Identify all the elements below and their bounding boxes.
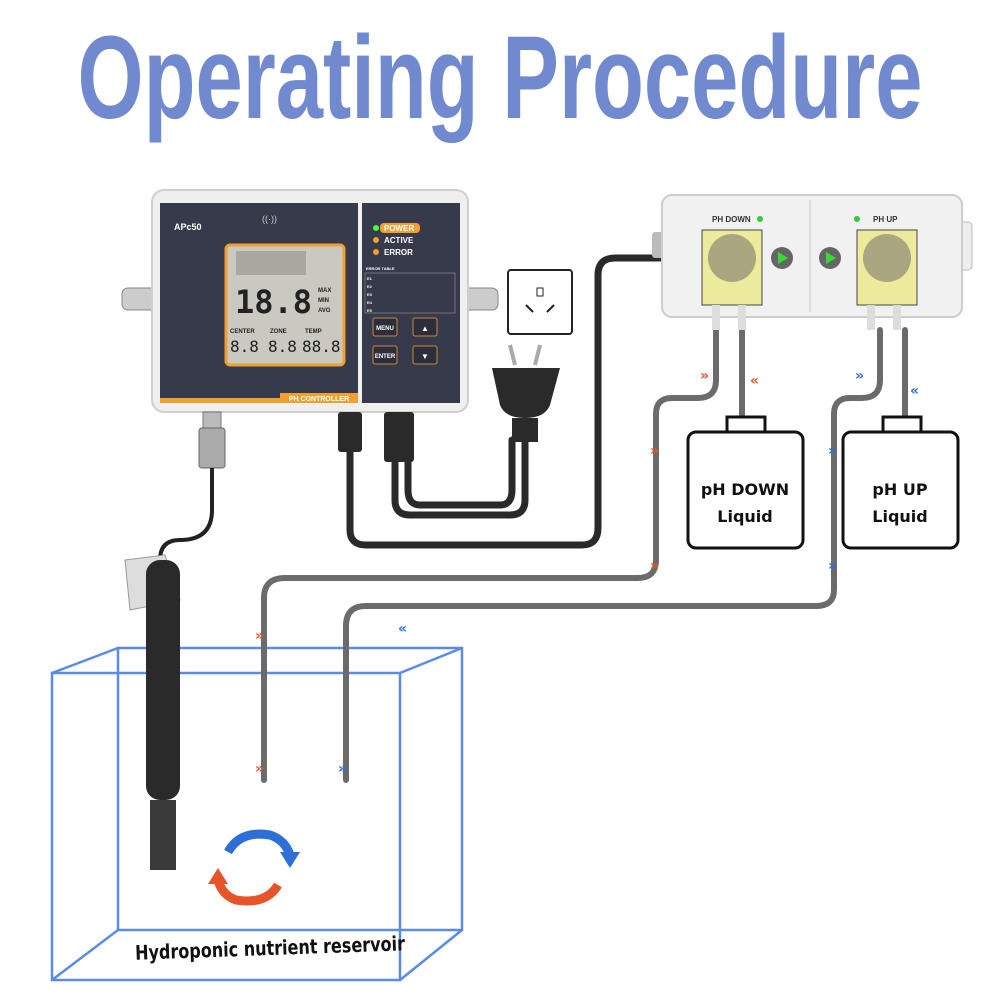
down-flow-arrow-icon: » bbox=[828, 558, 837, 574]
down-flow-arrow-icon: » bbox=[650, 558, 659, 574]
ph-down-label: pH DOWN bbox=[701, 480, 789, 499]
up-flow-arrow-icon: « bbox=[750, 373, 759, 389]
lcd-main-value: 18.8 bbox=[235, 283, 312, 321]
lcd-flag-max: MAX bbox=[318, 288, 331, 294]
up-arrow-icon: ▲ bbox=[421, 324, 429, 333]
enter-button[interactable]: ENTER bbox=[372, 345, 398, 365]
down-arrow-icon: ▼ bbox=[421, 352, 429, 361]
ph-controller: APc50 ((·)) 18.8 MAX MIN AVG CENTER ZONE… bbox=[121, 189, 499, 462]
page-title: Operating Procedure bbox=[78, 12, 923, 144]
up-flow-arrow-icon: « bbox=[910, 383, 919, 399]
wifi-icon: ((·)) bbox=[262, 214, 277, 224]
wall-socket bbox=[507, 269, 573, 335]
lcd-zone-value: 8.8 bbox=[268, 337, 297, 356]
ph-probe bbox=[124, 411, 226, 870]
menu-button[interactable]: MENU bbox=[372, 317, 398, 337]
down-flow-arrow-icon: » bbox=[255, 761, 264, 777]
lcd-zone-label: ZONE bbox=[270, 329, 287, 335]
error-code: E4 bbox=[367, 300, 373, 305]
pump-ph-up-label: PH UP bbox=[873, 215, 898, 224]
down-flow-arrow-icon: » bbox=[255, 628, 264, 644]
reservoir-tank bbox=[50, 646, 464, 982]
ph-down-liquid-label: Liquid bbox=[717, 507, 772, 526]
lcd-temp-label: TEMP bbox=[305, 329, 322, 335]
circulation-icon bbox=[208, 829, 300, 906]
power-cable bbox=[346, 254, 669, 549]
up-button[interactable]: ▲ bbox=[412, 317, 438, 337]
down-flow-arrow-icon: » bbox=[700, 368, 709, 384]
ph-down-container: pH DOWN Liquid bbox=[686, 415, 805, 550]
lcd-flag-avg: AVG bbox=[318, 308, 331, 314]
lcd-center-label: CENTER bbox=[230, 329, 255, 335]
reservoir-label: Hydroponic nutrient reservoir bbox=[135, 931, 406, 964]
enter-label: ENTER bbox=[375, 354, 396, 360]
down-flow-arrow-icon: » bbox=[855, 368, 864, 384]
ph-up-label: pH UP bbox=[872, 480, 927, 499]
down-button[interactable]: ▼ bbox=[412, 345, 438, 365]
dosing-pump: PH DOWN PH UP bbox=[652, 194, 973, 330]
lcd-temp-value: 88.8 bbox=[302, 337, 341, 356]
error-table-title: ERROR TABLE bbox=[366, 266, 395, 271]
error-code: E5 bbox=[367, 308, 373, 313]
down-flow-arrow-icon: » bbox=[650, 443, 659, 459]
lcd-center-value: 8.8 bbox=[230, 337, 259, 356]
model-label: APc50 bbox=[174, 222, 202, 232]
controller-name: PH CONTROLLER bbox=[289, 396, 349, 403]
lcd-flag-min: MIN bbox=[318, 298, 329, 304]
power-indicator: POWER bbox=[384, 224, 414, 233]
left-flow-arrow-icon: « bbox=[398, 621, 407, 637]
error-indicator: ERROR bbox=[384, 248, 413, 257]
ph-up-container: pH UP Liquid bbox=[841, 415, 960, 550]
error-code: E2 bbox=[367, 284, 373, 289]
down-flow-arrow-icon: » bbox=[338, 761, 347, 777]
pump-ph-down-label: PH DOWN bbox=[712, 215, 751, 224]
tubing bbox=[261, 327, 908, 783]
flow-arrows: » « » » » » » « » » « » bbox=[255, 368, 919, 777]
error-code: E1 bbox=[367, 276, 373, 281]
power-plug bbox=[492, 344, 560, 442]
menu-label: MENU bbox=[376, 326, 394, 332]
down-flow-arrow-icon: » bbox=[828, 443, 837, 459]
ph-up-liquid-label: Liquid bbox=[872, 507, 927, 526]
error-code: E3 bbox=[367, 292, 373, 297]
active-indicator: ACTIVE bbox=[384, 236, 414, 245]
